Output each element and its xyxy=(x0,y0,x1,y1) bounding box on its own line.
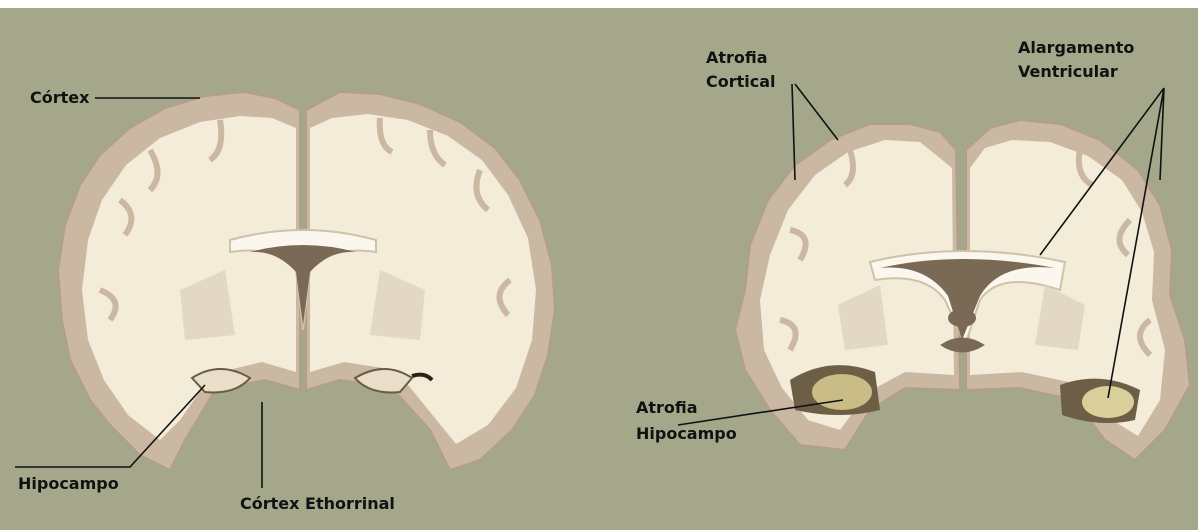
label-atrofia-hipocampo-line1: Atrofia xyxy=(636,398,698,418)
label-atrofia-cortical-line1: Atrofia xyxy=(706,48,768,68)
label-hipocampo: Hipocampo xyxy=(18,474,119,494)
label-atrofia-cortical-line2: Cortical xyxy=(706,72,776,92)
healthy-right-hippocampus xyxy=(355,369,412,392)
atrophic-brain xyxy=(735,120,1190,460)
label-alargamento-line1: Alargamento xyxy=(1018,38,1134,58)
label-cortex: Córtex xyxy=(30,88,89,108)
atrophic-right-hippocampus xyxy=(1082,386,1134,418)
atrophic-left-hippocampus xyxy=(812,374,872,410)
label-alargamento-line2: Ventricular xyxy=(1018,62,1118,82)
third-ventricle xyxy=(948,309,976,327)
healthy-brain xyxy=(58,92,555,470)
label-cortex-ethorrinal: Córtex Ethorrinal xyxy=(240,494,395,514)
label-atrofia-hipocampo-line2: Hipocampo xyxy=(636,424,737,444)
